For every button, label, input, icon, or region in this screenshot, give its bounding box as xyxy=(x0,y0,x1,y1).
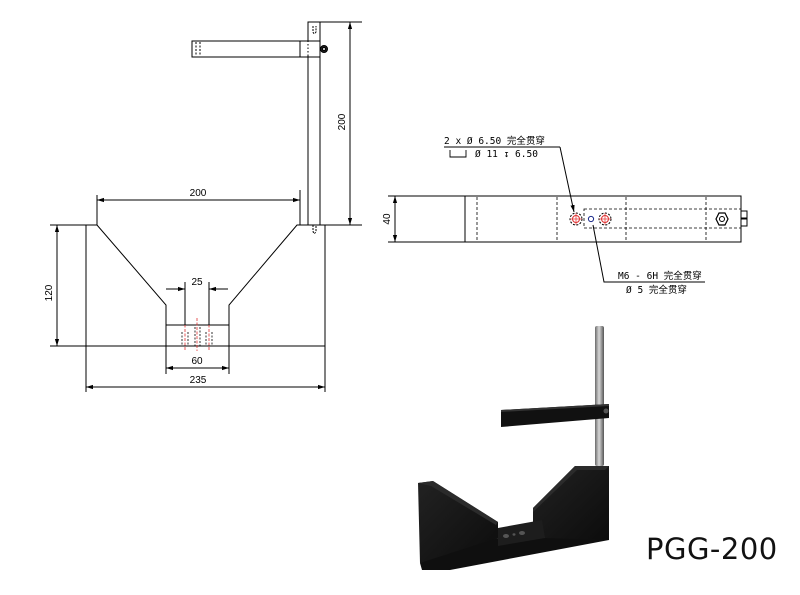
dim-slot-width: 60 xyxy=(191,356,203,367)
base-left-block xyxy=(418,481,498,563)
dim-top-opening: 200 xyxy=(190,188,207,199)
base-right-block xyxy=(533,466,609,540)
callout-counterbore-line2: Ø 11 ↧ 6.50 xyxy=(475,149,538,160)
product-photo xyxy=(418,326,609,570)
callout-thread-line2: Ø 5 完全贯穿 xyxy=(626,284,687,296)
steel-post xyxy=(595,326,604,466)
horizontal-arm xyxy=(191,40,301,58)
callout-thread-line1: M6 - 6H 完全贯穿 xyxy=(618,270,702,282)
counterbore-hole-left xyxy=(569,212,583,226)
base-outline xyxy=(85,224,326,347)
dim-hole-spacing: 25 xyxy=(191,277,203,288)
dim-side-height: 40 xyxy=(382,213,393,225)
side-view xyxy=(388,146,748,283)
callout-counterbore-line1: 2 x Ø 6.50 完全贯穿 xyxy=(444,135,545,147)
front-view xyxy=(50,21,362,392)
model-label: PGG-200 xyxy=(646,532,778,566)
vertical-post xyxy=(307,21,321,226)
counterbore-hole-right xyxy=(598,212,612,226)
dim-overall-width: 235 xyxy=(190,375,207,386)
dim-base-height: 120 xyxy=(44,284,55,301)
threaded-hole xyxy=(587,215,595,223)
dim-column-height: 200 xyxy=(337,113,348,130)
